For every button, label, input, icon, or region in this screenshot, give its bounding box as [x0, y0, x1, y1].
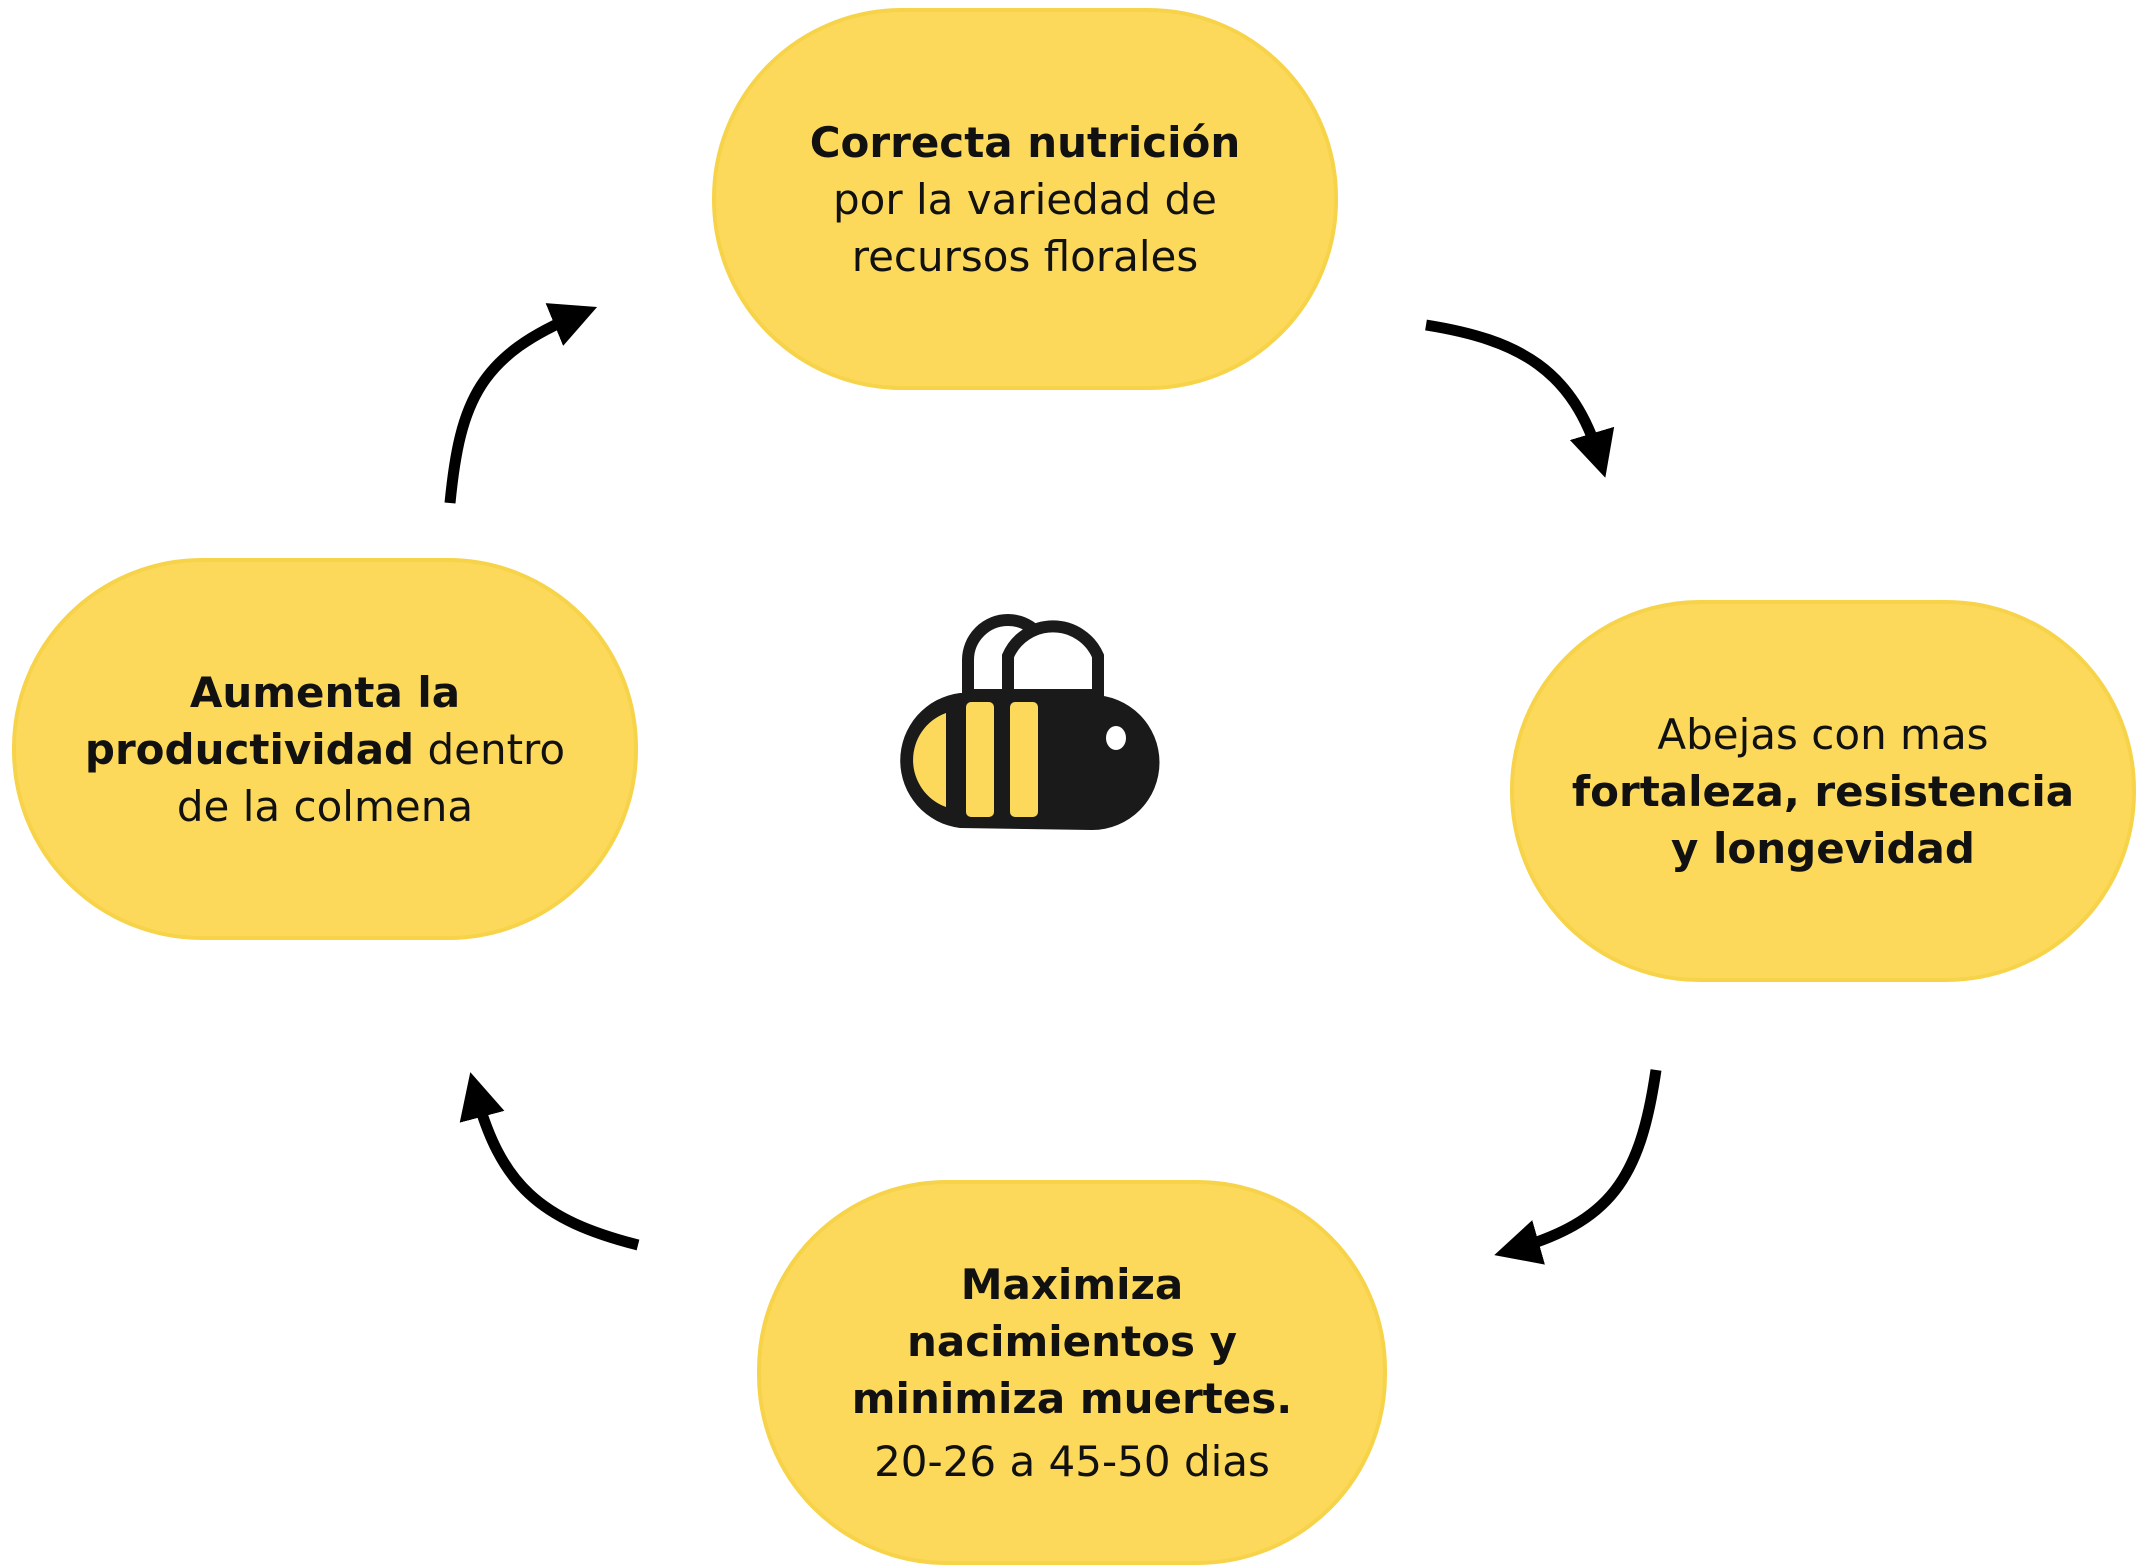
- node-text-line: de la colmena: [176, 781, 474, 831]
- node-text-line: recursos florales: [851, 231, 1199, 281]
- node-bold-text: productividad: [84, 724, 415, 774]
- node-text: Correcta nutrición por la variedad de re…: [810, 114, 1241, 285]
- bee-stripe-1: [966, 702, 994, 817]
- arrow-top-to-right: [1425, 319, 1615, 478]
- node-maximiza-nacimientos: Maximiza nacimientos y minimiza muertes.…: [757, 1180, 1387, 1565]
- node-text-line: Abejas con mas: [1657, 709, 1989, 759]
- node-aumenta-productividad: Aumenta la productividad dentro de la co…: [12, 558, 638, 940]
- node-bold-text: minimiza muertes.: [851, 1373, 1293, 1423]
- node-bold-text: y longevidad: [1671, 823, 1975, 873]
- node-bold-text: nacimientos y: [906, 1316, 1237, 1366]
- bee-stripe-tail: [913, 713, 946, 807]
- bee-stripe-2: [1010, 702, 1038, 817]
- node-abejas-fortaleza: Abejas con mas fortaleza, resistencia y …: [1510, 600, 2136, 982]
- node-text-fragment: dentro: [414, 724, 566, 774]
- node-bold-text: fortaleza, resistencia: [1571, 766, 2075, 816]
- node-bold-text: Aumenta la: [189, 667, 461, 717]
- arrow-bottom-to-left: [459, 1072, 640, 1251]
- node-bold-text: Correcta nutrición: [809, 117, 1241, 167]
- bee-eye: [1106, 726, 1126, 750]
- node-text-line: 20-26 a 45-50 dias: [874, 1436, 1270, 1486]
- node-bold-text: Maximiza: [960, 1259, 1184, 1309]
- node-text: Maximiza nacimientos y minimiza muertes.…: [852, 1256, 1292, 1490]
- node-text: Abejas con mas fortaleza, resistencia y …: [1572, 706, 2074, 877]
- node-correcta-nutricion: Correcta nutrición por la variedad de re…: [712, 8, 1338, 390]
- node-text-line: por la variedad de: [832, 174, 1217, 224]
- node-text: Aumenta la productividad dentro de la co…: [85, 664, 565, 835]
- arrow-left-to-top: [444, 303, 598, 504]
- bee-wing-right: [1002, 620, 1104, 701]
- arrow-right-to-bottom: [1494, 1069, 1662, 1265]
